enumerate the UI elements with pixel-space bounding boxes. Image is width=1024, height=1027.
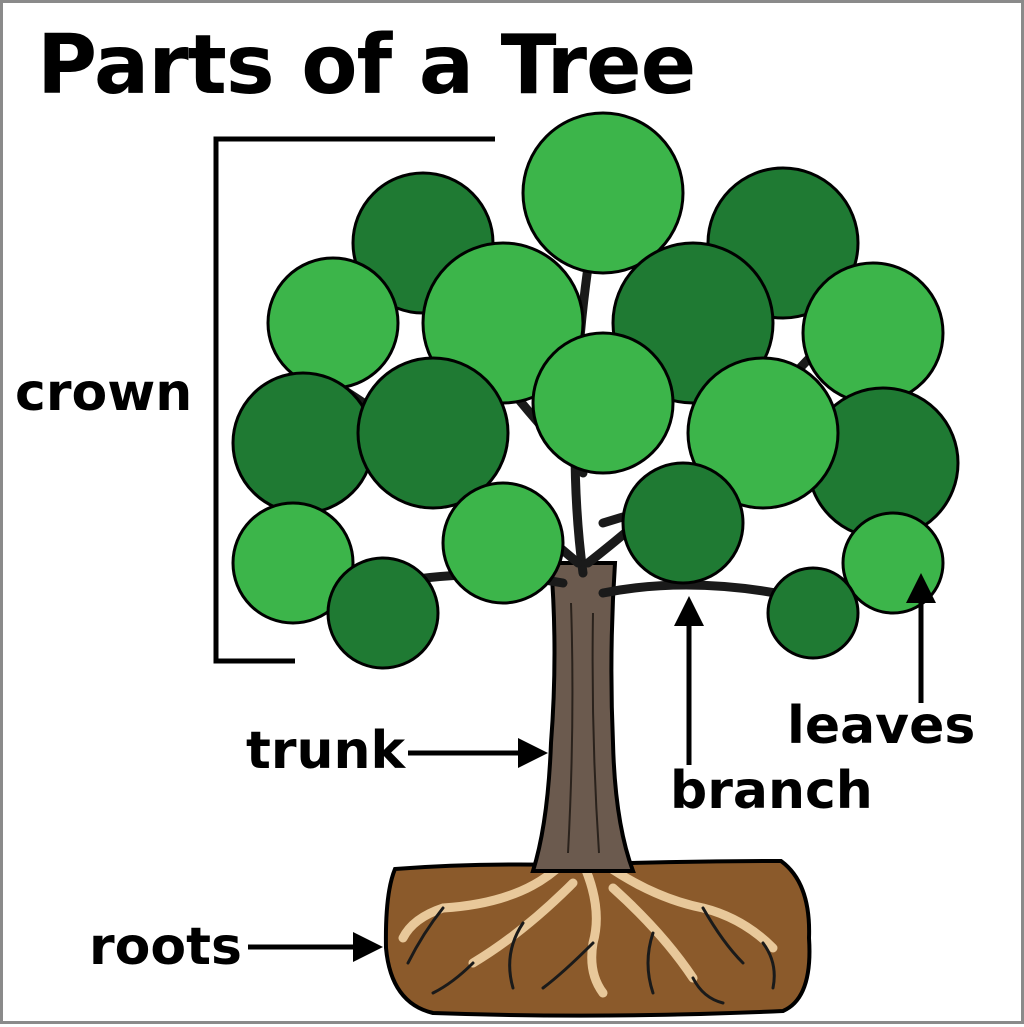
- diagram-title: Parts of a Tree: [37, 18, 696, 113]
- tree-illustration: [213, 111, 960, 1018]
- roots-dark: [406, 906, 776, 1005]
- arrows: [248, 573, 936, 962]
- label-roots: roots: [89, 917, 242, 977]
- label-crown: crown: [15, 363, 193, 423]
- trunk: [530, 561, 636, 873]
- foliage: [231, 111, 960, 670]
- label-leaves: leaves: [787, 696, 976, 756]
- crown-bracket: [213, 136, 495, 664]
- label-branch: branch: [670, 761, 873, 821]
- label-trunk: trunk: [246, 721, 406, 781]
